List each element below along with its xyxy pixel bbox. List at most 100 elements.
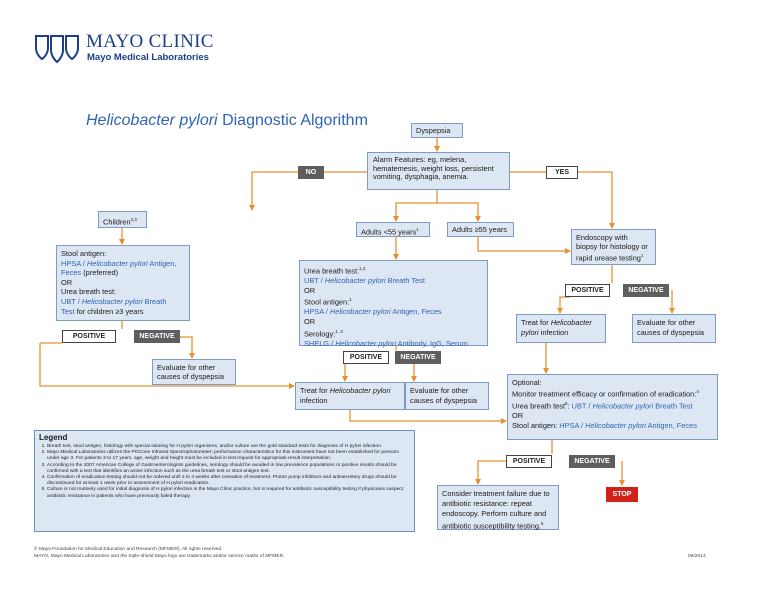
adults-under-55-sup: 1 — [416, 227, 419, 232]
legend-item: According to the 2007 American College o… — [47, 463, 410, 475]
optional-monitor-sup: 4 — [696, 389, 699, 395]
node-treatment-failure: Consider treatment failure due to antibi… — [437, 485, 559, 530]
page-title: Helicobacter pylori Diagnostic Algorithm — [86, 112, 368, 130]
optional-monitor: Monitor treatment efficacy or confirmati… — [512, 389, 697, 399]
title-organism: Helicobacter pylori — [86, 112, 218, 129]
stool-preferred: (preferred) — [81, 268, 119, 278]
optional-line-5: Stool antigen: HPSA / Helicobacter pylor… — [512, 421, 713, 430]
optional-ubt-name[interactable]: Breath Test — [653, 401, 693, 411]
title-rest: Diagnostic Algorithm — [222, 112, 368, 129]
node-alarm-features: Alarm Features: eg, melena, hematemesis,… — [367, 152, 510, 190]
legend-list: Breath test, stool antigen, histology wi… — [39, 444, 410, 500]
urea-line-2: UBT / Helicobacter pylori Breath Test — [304, 276, 483, 286]
stool-organism[interactable]: Helicobacter pylori — [86, 258, 148, 268]
ubt-code[interactable]: UBT / — [61, 296, 82, 306]
shelg-code[interactable]: SHELG / — [304, 338, 336, 348]
stool-line-2: HPSA / Helicobacter pylori Antigen, — [61, 259, 185, 269]
failure-text: Consider treatment failure due to antibi… — [442, 489, 550, 531]
treat-right-organism: Helicobacter pylori — [521, 318, 592, 337]
urea-hpsa-name[interactable]: Antigen, Feces — [390, 307, 442, 317]
tag-stop: STOP — [606, 487, 638, 502]
brand-subtitle: Mayo Medical Laboratories — [87, 52, 209, 63]
footer-copyright: © Mayo Foundation for Medical Education … — [34, 547, 223, 552]
stool-line-6: UBT / Helicobacter pylori Breath — [61, 297, 185, 307]
optional-colon: : — [567, 401, 572, 411]
tag-negative-adults: NEGATIVE — [395, 351, 441, 364]
optional-hpsa-name[interactable]: Antigen, Feces — [645, 420, 697, 430]
node-children: Children2,3 — [98, 211, 147, 228]
tag-positive-endoscopy: POSITIVE — [565, 284, 610, 297]
failure-sup: 5 — [541, 521, 544, 526]
urea-or-1: OR — [304, 285, 316, 295]
treat-mid-c: infection — [300, 396, 328, 405]
optional-hpsa-organism[interactable]: Helicobacter pylori — [585, 420, 646, 430]
urea-sup: 1,2 — [359, 266, 366, 271]
alarm-features-text: Alarm Features: eg, melena, hematemesis,… — [373, 155, 494, 182]
urea-ubt-name[interactable]: Breath Test — [385, 276, 425, 286]
children-sup: 2,3 — [130, 217, 137, 222]
node-endoscopy: Endoscopy with biopsy for histology or r… — [571, 229, 656, 265]
node-urea-breath-adults: Urea breath test:1,2 UBT / Helicobacter … — [299, 260, 488, 349]
treat-right-c: infection — [538, 328, 569, 337]
stool-or: OR — [61, 277, 73, 287]
tag-negative-children: NEGATIVE — [134, 330, 180, 343]
optional-line-3: Urea breath test5: UBT / Helicobacter py… — [512, 399, 713, 411]
treat-mid-organism: Helicobacter pylori — [329, 386, 391, 395]
stool-specimen[interactable]: Feces — [61, 268, 82, 278]
optional-hpsa-code[interactable]: HPSA / — [559, 420, 586, 430]
ubt-test[interactable]: Test — [61, 306, 75, 316]
legend-item: Mayo Medical Laboratories utilizes the P… — [47, 450, 410, 462]
urea-label: Urea breath test: — [304, 266, 360, 276]
footer-date: 06/2014 — [688, 554, 706, 559]
node-adults-55-plus: Adults ≥55 years — [447, 222, 514, 237]
urea-line-7: Serology:1, 3 — [304, 327, 483, 339]
endoscopy-text: Endoscopy with biopsy for histology or r… — [576, 233, 648, 263]
tag-positive-adults: POSITIVE — [343, 351, 389, 364]
node-eval-mid: Evaluate for other causes of dyspepsia — [405, 382, 489, 410]
urea-ubt-organism[interactable]: Helicobacter pylori — [324, 276, 386, 286]
shelg-organism[interactable]: Helicobacter pylori — [335, 338, 397, 348]
footer-trademark: MAYO, Mayo Medical Laboratories and the … — [34, 554, 285, 559]
urea-line-8: SHELG / Helicobacter pylori Antibody, Ig… — [304, 339, 483, 349]
optional-ubt-code[interactable]: UBT / — [571, 401, 593, 411]
tag-negative-endoscopy: NEGATIVE — [623, 284, 669, 297]
node-eval-left: Evaluate for other causes of dyspepsia — [152, 359, 236, 385]
urea-ubt-code[interactable]: UBT / — [304, 276, 325, 286]
optional-ubt-label: Urea breath test — [512, 401, 565, 411]
urea-hpsa-code[interactable]: HPSA / — [304, 307, 330, 317]
node-adults-under-55: Adults <55 years1 — [356, 222, 430, 237]
urea-hpsa-organism[interactable]: Helicobacter pylori — [329, 307, 391, 317]
optional-line-2: Monitor treatment efficacy or confirmati… — [512, 387, 713, 399]
urea-serology-sup: 1, 3 — [335, 328, 343, 334]
stool-test-name[interactable]: Antigen, — [147, 258, 177, 268]
ubt-name[interactable]: Breath — [142, 296, 167, 306]
urea-line-4: Stool antigen:1 — [304, 295, 483, 307]
tag-negative-optional: NEGATIVE — [569, 455, 615, 468]
node-stool-antigen-children: Stool antigen: HPSA / Helicobacter pylor… — [56, 245, 190, 321]
stool-test-code[interactable]: HPSA / — [61, 258, 87, 268]
node-treat-mid: Treat for Helicobacter pylori infection — [295, 382, 405, 410]
optional-line-1: Optional: — [512, 378, 542, 387]
legend-item: Confirmation of eradication testing shou… — [47, 475, 410, 487]
legend-item: Breath test, stool antigen, histology wi… — [47, 444, 410, 450]
optional-ubt-organism[interactable]: Helicobacter pylori — [592, 401, 654, 411]
adults-under-55-label: Adults <55 years — [361, 227, 417, 237]
tag-positive-children: POSITIVE — [62, 330, 116, 343]
shelg-name[interactable]: Antibody, IgG, Serum — [396, 338, 468, 348]
treat-mid-a: Treat for — [300, 386, 330, 395]
tag-no: NO — [298, 166, 324, 179]
node-optional-monitoring: Optional: Monitor treatment efficacy or … — [507, 374, 718, 440]
brand-name: MAYO CLINIC — [86, 31, 214, 52]
optional-stool-label: Stool antigen: — [512, 420, 560, 430]
ubt-age-note: for children ≥3 years — [74, 306, 144, 316]
urea-line-1: Urea breath test:1,2 — [304, 264, 483, 276]
mayo-logo — [34, 34, 80, 69]
endoscopy-sup: 1 — [640, 253, 644, 258]
urea-line-5: HPSA / Helicobacter pylori Antigen, Fece… — [304, 307, 483, 317]
node-dyspepsia: Dyspepsia — [411, 123, 463, 138]
legend-title: Legend — [39, 433, 68, 442]
stool-line-3: Feces (preferred) — [61, 268, 185, 278]
ubt-organism[interactable]: Helicobacter pylori — [81, 296, 143, 306]
legend-item: Culture is not routinely used for initia… — [47, 487, 410, 499]
treat-right-a: Treat for — [521, 318, 551, 327]
